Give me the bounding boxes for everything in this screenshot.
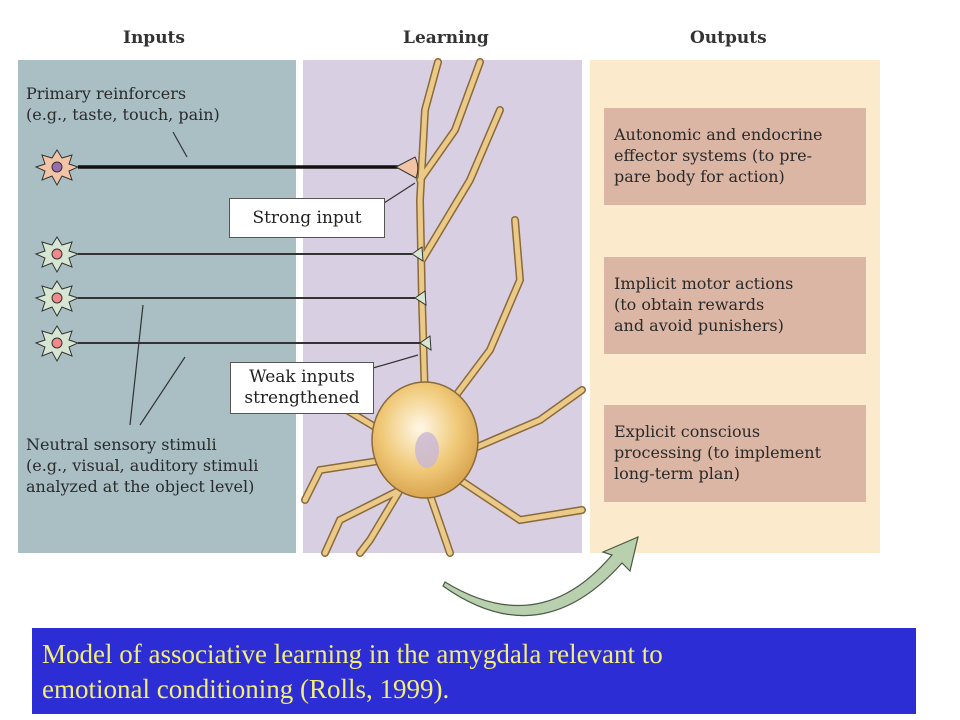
output-line: Autonomic and endocrine [614, 125, 823, 144]
weak-line1: Weak inputs [249, 367, 355, 387]
input-neuron-primary [34, 149, 419, 187]
leader-lines [129, 131, 419, 426]
primary-line2: (e.g., taste, touch, pain) [26, 105, 220, 124]
output-line: processing (to implement [614, 443, 822, 462]
input-neurons-neutral [34, 236, 432, 363]
output-line: long-term plan) [614, 464, 740, 483]
nucleus [415, 432, 439, 468]
output-line: pare body for action) [614, 167, 785, 186]
output-arrow [442, 535, 639, 617]
output-line: effector systems (to pre- [614, 146, 813, 165]
output-line: Implicit motor actions [614, 274, 794, 293]
neutral-line3: analyzed at the object level) [26, 477, 255, 496]
strong-input-label: Strong input [229, 198, 385, 238]
neutral-stimuli-label: Neutral sensory stimuli (e.g., visual, a… [26, 434, 258, 497]
neutral-line1: Neutral sensory stimuli [26, 435, 217, 454]
output-line: and avoid punishers) [614, 316, 784, 335]
output-explicit-conscious: Explicit conscious processing (to implem… [604, 405, 866, 502]
header-learning: Learning [403, 28, 489, 48]
primary-reinforcers-label: Primary reinforcers (e.g., taste, touch,… [26, 83, 220, 125]
weak-line2: strengthened [244, 388, 360, 408]
primary-line1: Primary reinforcers [26, 84, 187, 103]
header-inputs: Inputs [123, 28, 185, 48]
output-line: Explicit conscious [614, 422, 761, 441]
caption-line1: Model of associative learning in the amy… [42, 639, 663, 669]
output-autonomic: Autonomic and endocrine effector systems… [604, 108, 866, 205]
weak-inputs-label: Weak inputs strengthened [230, 362, 374, 414]
output-implicit-motor: Implicit motor actions (to obtain reward… [604, 257, 866, 354]
header-outputs: Outputs [690, 28, 767, 48]
output-line: (to obtain rewards [614, 295, 765, 314]
caption-line2: emotional conditioning (Rolls, 1999). [42, 674, 450, 704]
caption-box: Model of associative learning in the amy… [32, 628, 916, 714]
strong-input-text: Strong input [252, 208, 362, 228]
neutral-line2: (e.g., visual, auditory stimuli [26, 456, 259, 475]
